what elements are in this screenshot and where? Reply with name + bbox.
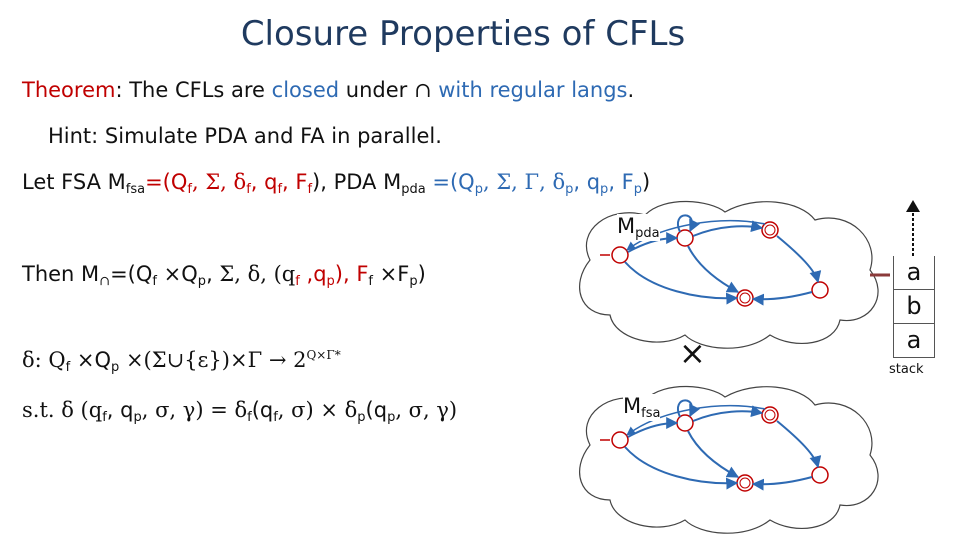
hint-line: Hint: Simulate PDA and FA in parallel. — [48, 124, 442, 148]
automata-diagram — [579, 200, 890, 534]
stack-item: a — [893, 324, 935, 358]
stack-item: b — [893, 290, 935, 324]
mpda-label: Mpda — [617, 214, 660, 241]
st-line: s.t. δ (qf, qp, σ, γ) = δf(qf, σ) × δp(q… — [22, 398, 458, 425]
pda-start-state — [611, 246, 629, 264]
closed-word: closed — [271, 78, 340, 102]
then-line: Then M∩=(Qf ×Qp, Σ, δ, (qf ,qp), Ff ×Fp) — [22, 262, 426, 289]
slide-title: Closure Properties of CFLs — [240, 14, 686, 54]
product-symbol: × — [679, 334, 706, 372]
stack-growth-arrow — [906, 200, 920, 256]
stack-label: stack — [889, 362, 924, 377]
theorem-line: Theorem: The CFLs are closed under ∩ wit… — [22, 78, 635, 102]
delta-line: δ: Qf ×Qp ×(Σ∪{ε})×Γ → 2Q×Γ* — [22, 348, 341, 375]
intersection-symbol: ∩ — [413, 78, 432, 102]
theorem-label: Theorem — [22, 78, 116, 102]
let-line: Let FSA Mfsa=(Qf, Σ, δf, qf, Ff), PDA Mp… — [22, 170, 651, 197]
mfsa-label: Mfsa — [623, 394, 661, 421]
fsa-start-state — [611, 431, 629, 449]
stack-item: a — [893, 256, 935, 290]
fsa-cloud — [579, 385, 879, 534]
regular-langs-text: with regular langs — [431, 78, 628, 102]
